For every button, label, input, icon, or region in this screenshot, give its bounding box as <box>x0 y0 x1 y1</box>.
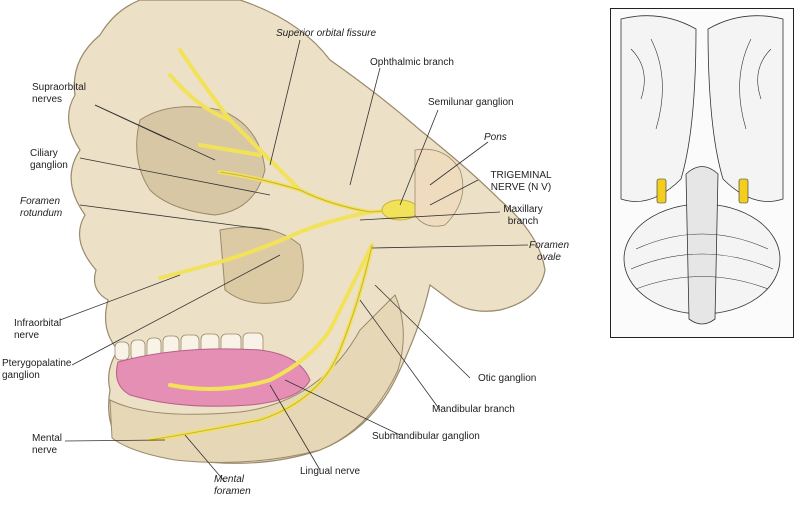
brain-ventral-view-icon <box>620 15 784 325</box>
label-maxillary-branch: Maxillary branch <box>503 204 543 227</box>
mandible-shape <box>109 294 404 463</box>
label-foramen-rotundum: Foramen rotundum <box>20 196 63 219</box>
tongue <box>116 348 311 407</box>
pons-shape <box>414 148 464 227</box>
left-trigeminal-highlight <box>656 178 667 204</box>
label-otic-ganglion: Otic ganglion <box>478 373 537 384</box>
maxilla-shape <box>219 226 304 304</box>
label-submandibular-ganglion: Submandibular ganglion <box>372 431 480 442</box>
label-lingual-nerve: Lingual nerve <box>300 466 361 477</box>
label-foramen-ovale: Foramen ovale <box>528 240 569 263</box>
label-mental-foramen: Mental foramen <box>214 474 251 497</box>
label-ophthalmic-branch: Ophthalmic branch <box>370 57 454 68</box>
label-pons: Pons <box>484 132 507 143</box>
label-mental-nerve: Mental nerve <box>32 433 63 456</box>
label-infraorbital-nerve: Infraorbital nerve <box>14 318 62 341</box>
label-mandibular-branch: Mandibular branch <box>432 404 515 415</box>
label-trigeminal-nerve: TRIGEMINAL NERVE (N V) <box>490 170 552 193</box>
right-trigeminal-highlight <box>738 178 749 204</box>
leader-lines <box>59 39 529 483</box>
label-supraorbital-nerves: Supraorbital nerves <box>32 82 86 105</box>
label-semilunar-ganglion: Semilunar ganglion <box>428 97 514 108</box>
label-pterygopalatine-ganglion: Pterygopalatine ganglion <box>2 358 72 381</box>
label-superior-orbital-fissure: Superior orbital fissure <box>276 28 377 39</box>
brain-inset <box>610 8 794 338</box>
label-ciliary-ganglion: Ciliary ganglion <box>30 148 68 171</box>
